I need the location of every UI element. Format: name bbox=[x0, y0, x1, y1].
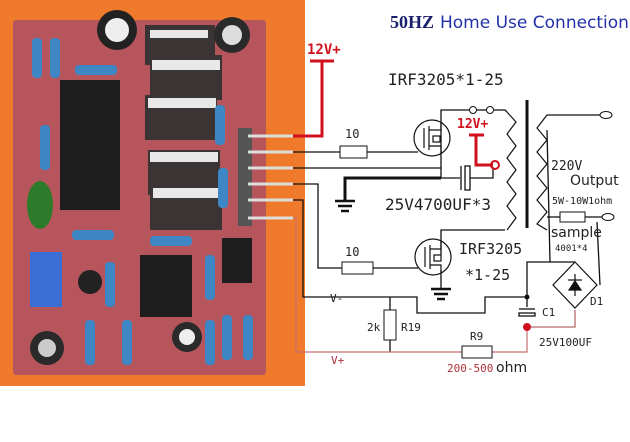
junction-dot bbox=[524, 294, 530, 300]
label-r9-value: 200-500 bbox=[447, 362, 493, 375]
label-gate-resistor-bottom: 10 bbox=[345, 245, 359, 259]
label-rectifier: 4001*4 bbox=[555, 244, 588, 254]
title-frequency: 50HZ bbox=[390, 12, 434, 32]
transformer-primary-icon bbox=[506, 111, 517, 231]
label-output-voltage: 220V bbox=[551, 159, 582, 174]
ground-wire bbox=[343, 176, 441, 200]
label-mosfet-bottom-qty: *1-25 bbox=[465, 266, 510, 284]
transformer-secondary-icon bbox=[536, 114, 548, 231]
title-text: Home Use Connection bbox=[440, 13, 629, 33]
label-output: Output bbox=[570, 173, 619, 189]
label-supply-transformer: 12V+ bbox=[457, 117, 488, 132]
resistor-r9-icon bbox=[461, 345, 493, 359]
bridge-rectifier-icon bbox=[552, 261, 598, 309]
terminal-icon bbox=[486, 106, 494, 114]
supply-node-icon bbox=[490, 160, 500, 170]
resistor-r19-icon bbox=[383, 309, 397, 341]
pin-header bbox=[238, 128, 252, 226]
ic-chip bbox=[60, 80, 120, 210]
v-plus-wire bbox=[293, 217, 462, 353]
capacitor-main-icon bbox=[441, 165, 494, 191]
label-bridge: D1 bbox=[590, 295, 603, 308]
junction-dot-red bbox=[523, 323, 531, 331]
resistor-icon bbox=[341, 261, 374, 275]
label-mosfet-bottom-part: IRF3205 bbox=[459, 240, 522, 258]
label-r9-unit: ohm bbox=[496, 360, 527, 376]
ic-chip bbox=[140, 255, 192, 317]
label-c1: C1 bbox=[542, 306, 555, 319]
sample-resistor-icon bbox=[559, 211, 586, 223]
label-r19: R19 bbox=[401, 321, 421, 334]
v-plus-wire bbox=[492, 330, 528, 353]
label-v-plus: V+ bbox=[331, 354, 345, 367]
label-mosfet-top: IRF3205*1-25 bbox=[388, 70, 504, 89]
pcb-photo bbox=[0, 0, 305, 386]
mosfet-bottom-icon bbox=[414, 238, 452, 276]
output-terminal-icon bbox=[599, 111, 613, 119]
ground-icon bbox=[335, 199, 355, 213]
label-r9: R9 bbox=[470, 330, 483, 343]
resistor-icon bbox=[339, 145, 368, 159]
output-terminal-icon bbox=[601, 213, 615, 221]
label-c1-value: 25V100UF bbox=[539, 336, 592, 349]
label-capacitor-main: 25V4700UF*3 bbox=[385, 195, 491, 214]
supply-wires bbox=[293, 59, 493, 167]
mosfet-top-icon bbox=[413, 119, 451, 157]
label-gate-resistor-top: 10 bbox=[345, 127, 359, 141]
schematic-wires bbox=[293, 109, 602, 352]
label-r19-value: 2k bbox=[367, 321, 381, 334]
capacitor-c1-icon bbox=[518, 308, 536, 317]
trimmer-pot bbox=[30, 252, 62, 307]
label-v-minus: V- bbox=[330, 292, 343, 305]
label-sample: sample bbox=[551, 225, 602, 241]
optocoupler bbox=[222, 238, 252, 283]
terminal-icon bbox=[469, 106, 477, 114]
label-supply-main: 12V+ bbox=[307, 42, 341, 58]
ground-icon bbox=[431, 287, 451, 301]
label-sample-resistor-spec: 5W-10W1ohm bbox=[552, 196, 612, 207]
